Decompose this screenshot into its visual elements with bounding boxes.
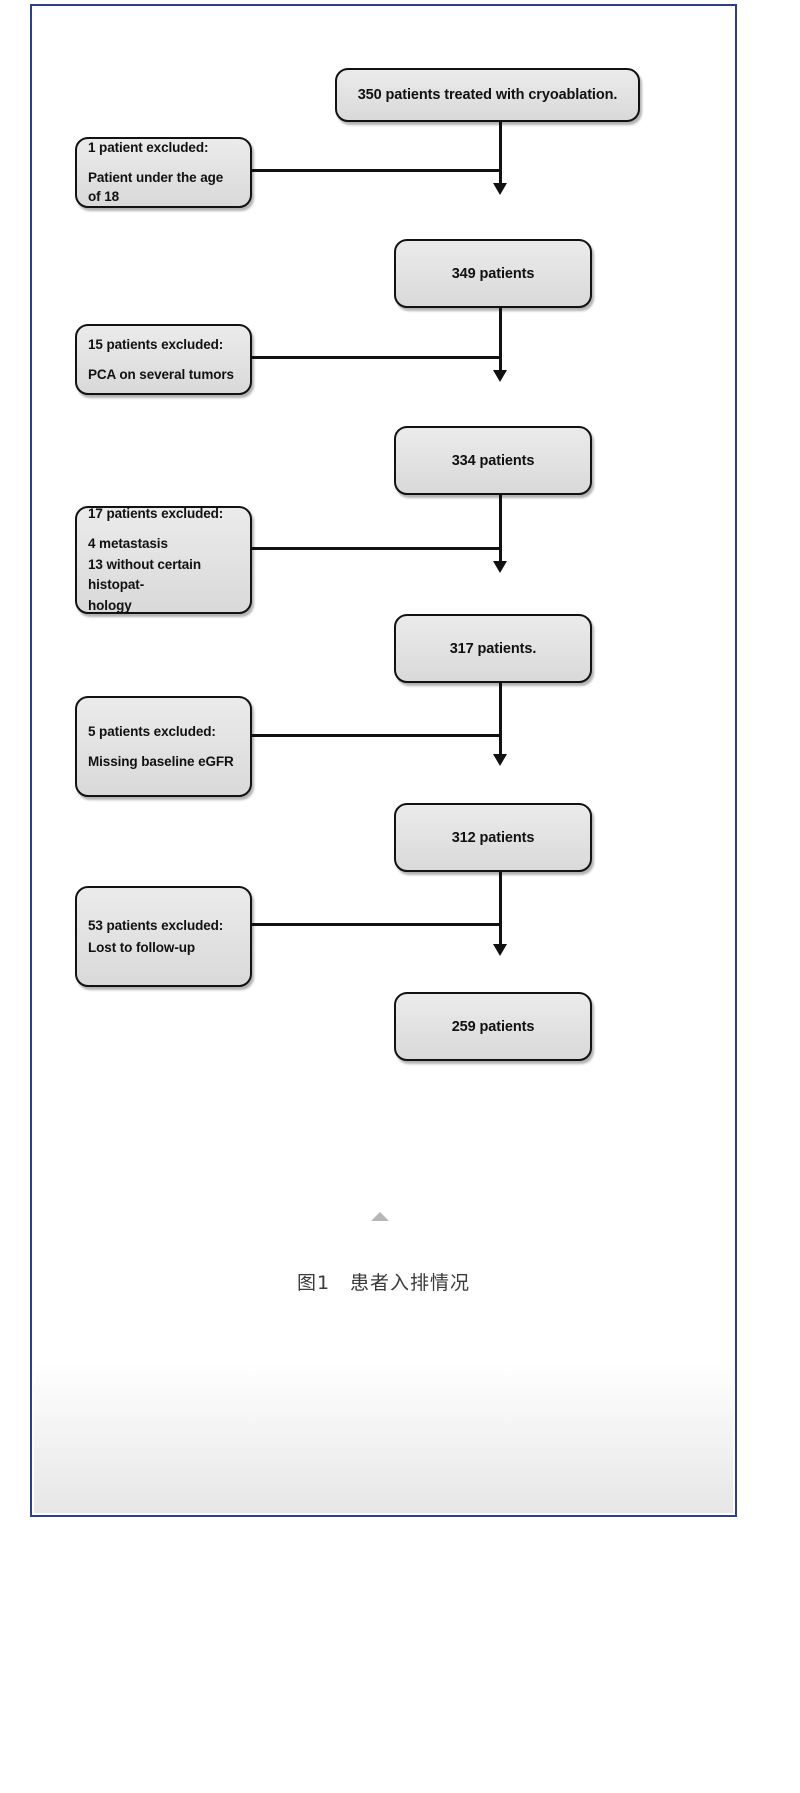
flow-node-label: 259 patients — [451, 1018, 535, 1035]
connector-horizontal-3 — [252, 547, 501, 550]
connector-arrow-3 — [493, 561, 507, 573]
figure-caption: 图1 患者入排情况 — [296, 1272, 471, 1294]
flow-node-exclusion-multiple-tumors: 15 patients excluded: PCA on several tum… — [75, 324, 252, 395]
connector-arrow-4 — [493, 754, 507, 766]
triangle-up-icon[interactable] — [371, 1212, 389, 1221]
page-bottom-shading — [34, 1363, 733, 1513]
patient-flow-diagram: 350 patients treated with cryoablation. … — [32, 6, 735, 1515]
exclusion-line: Patient under the age of 18 — [88, 169, 224, 205]
flow-node-label: 350 patients treated with cryoablation. — [357, 87, 618, 103]
flow-node-enrolled: 350 patients treated with cryoablation. — [335, 68, 640, 122]
flow-node-exclusion-age: 1 patient excluded: Patient under the ag… — [75, 137, 252, 208]
connector-vertical-1 — [499, 122, 502, 187]
exclusion-line: hology — [88, 598, 132, 614]
exclusion-line: 4 metastasis — [88, 535, 168, 551]
connector-horizontal-5 — [252, 923, 501, 926]
flow-node-exclusion-egfr: 5 patients excluded: Missing baseline eG… — [75, 696, 252, 797]
connector-arrow-5 — [493, 944, 507, 956]
flow-node-label: 317 patients. — [449, 640, 537, 657]
connector-vertical-5 — [499, 872, 502, 948]
connector-arrow-1 — [493, 183, 507, 195]
exclusion-line: 53 patients excluded: — [88, 917, 224, 933]
flow-node-after-histopathology: 317 patients. — [394, 614, 592, 683]
connector-arrow-2 — [493, 370, 507, 382]
flow-node-after-age: 349 patients — [394, 239, 592, 308]
flow-node-exclusion-follow-up: 53 patients excluded: Lost to follow-up — [75, 886, 252, 987]
connector-horizontal-2 — [252, 356, 501, 359]
connector-horizontal-1 — [252, 169, 501, 172]
exclusion-line: Missing baseline eGFR — [88, 753, 234, 769]
flow-node-after-egfr: 312 patients — [394, 803, 592, 872]
exclusion-line: 13 without certain histopat- — [88, 557, 201, 592]
flow-node-exclusion-histopathology: 17 patients excluded: 4 metastasis 13 wi… — [75, 506, 252, 614]
flow-node-after-pca: 334 patients — [394, 426, 592, 495]
flow-node-label: 312 patients — [451, 829, 535, 846]
exclusion-line: Lost to follow-up — [88, 939, 196, 955]
exclusion-line: 17 patients excluded: — [88, 506, 224, 522]
exclusion-line: PCA on several tumors — [88, 366, 234, 382]
connector-vertical-4 — [499, 683, 502, 758]
exclusion-line: 15 patients excluded: — [88, 336, 224, 352]
flow-node-label: 334 patients — [451, 452, 535, 469]
exclusion-line: 5 patients excluded: — [88, 723, 216, 739]
figure-page-frame: 350 patients treated with cryoablation. … — [30, 4, 737, 1517]
connector-horizontal-4 — [252, 734, 501, 737]
flow-node-label: 349 patients — [451, 265, 535, 282]
flow-node-final: 259 patients — [394, 992, 592, 1061]
connector-vertical-2 — [499, 308, 502, 374]
exclusion-line: 1 patient excluded: — [88, 140, 209, 156]
connector-vertical-3 — [499, 495, 502, 565]
